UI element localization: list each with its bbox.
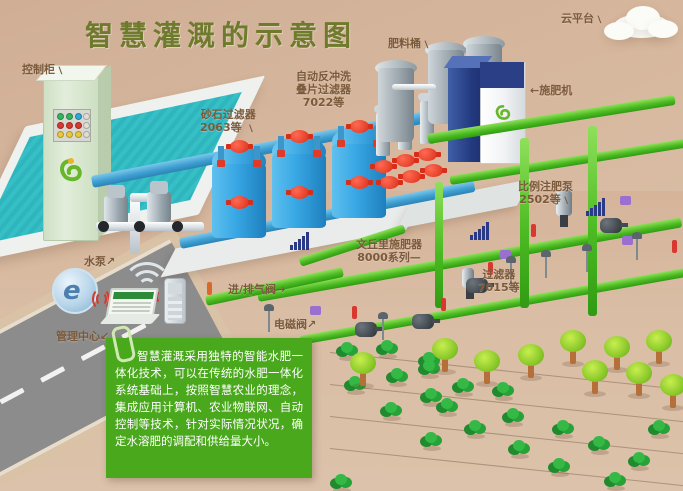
bar-chart-sensor-icon [290,232,309,250]
leaf-logo-icon [60,158,82,182]
sprinkler[interactable] [632,232,642,260]
air-release-valve[interactable] [488,262,493,275]
label-venturi-injector: 文丘里施肥器 8000系列— [356,238,422,264]
solenoid-valve[interactable] [620,196,631,205]
sprinkler[interactable] [378,312,388,340]
air-release-valve[interactable] [672,240,677,253]
filter-valve-side[interactable] [346,176,373,189]
sprinkler[interactable] [582,244,592,272]
label-filter-7015: 过滤器 7015等 [478,268,520,294]
disc-filter-valve[interactable] [392,154,419,167]
filter-valve-top[interactable] [226,140,253,153]
proportional-fertilizer-pump[interactable] [556,190,572,227]
label-air-release-valve: 进/排气阀→ [228,283,286,296]
internet-globe-icon: e [52,268,98,314]
sprinkler[interactable] [264,304,274,332]
filter-valve-top[interactable] [286,130,313,143]
green-riser-pipe [520,138,529,308]
description-box: 智慧灌溉采用独特的智能水肥一体化技术，可以在传统的水肥一体化系统基础上，按照智慧… [106,324,312,478]
control-cabinet[interactable] [35,65,111,241]
mobile-phone-icon[interactable] [164,278,186,324]
disc-filter-valve[interactable] [370,160,397,173]
label-cloud-platform: 云平台﹨ [561,12,605,25]
filter-valve-side[interactable] [226,196,253,209]
pump-valve[interactable] [98,221,109,232]
disc-filter-valve[interactable] [376,176,403,189]
label-proportional-pump: 比例注肥泵 2502等﹨ [518,180,573,206]
filter-valve-side[interactable] [286,186,313,199]
label-water-pump: 水泵↗ [84,255,116,268]
solenoid-valve[interactable] [500,250,511,259]
label-solenoid-valve: 电磁阀↗ [274,318,317,331]
air-release-valve[interactable] [531,224,536,237]
fertilizer-machine[interactable] [480,62,526,164]
disc-filter-valve[interactable] [420,164,447,177]
water-pump[interactable] [147,181,171,222]
disc-filter-valve[interactable] [398,170,425,183]
filter-valve-top[interactable] [346,120,373,133]
tank-connector-pipe [392,84,436,90]
leaf-logo-icon [495,105,511,120]
green-riser-pipe [588,126,597,316]
filter-unit[interactable] [600,218,628,233]
green-riser-pipe [435,182,443,308]
pump-outlet-pipe [96,222,204,231]
air-release-valve[interactable] [207,282,212,295]
label-fertilizer-machine: ←施肥机 [530,84,573,97]
water-pump[interactable] [104,185,128,226]
filter-unit[interactable] [412,314,440,329]
page-title: 智慧灌溉的示意图 [85,19,358,52]
pump-valve[interactable] [134,221,145,232]
label-auto-backwash-filter: 自动反冲洗 叠片过滤器 7022等 [296,70,351,109]
sprinkler[interactable] [506,256,516,284]
sprinkler[interactable] [541,250,551,278]
pump-valve[interactable] [172,221,183,232]
bar-chart-sensor-icon [470,222,489,240]
label-control-cabinet: 控制柜﹨ [22,63,66,76]
filter-unit[interactable] [355,322,383,337]
disc-filter-valve[interactable] [414,148,441,161]
indicator-lamp-panel [53,109,91,142]
label-sand-filter: 砂石过滤器 2063等 ﹨ [200,108,257,134]
description-text: 智慧灌溉采用独特的智能水肥一体化技术，可以在传统的水肥一体化系统基础上，按照智慧… [115,349,303,448]
solenoid-valve[interactable] [310,306,321,315]
bar-chart-sensor-icon [586,198,605,216]
solenoid-valve[interactable] [622,236,633,245]
wifi-signal-icon [122,262,172,292]
filter-unit[interactable] [466,278,494,293]
laptop-icon[interactable] [99,288,161,324]
label-fertilizer-barrel: 肥料桶﹨ [388,37,432,50]
air-release-valve[interactable] [352,306,357,319]
label-management-center: 管理中心↙ [56,330,110,343]
air-release-valve[interactable] [441,298,446,311]
